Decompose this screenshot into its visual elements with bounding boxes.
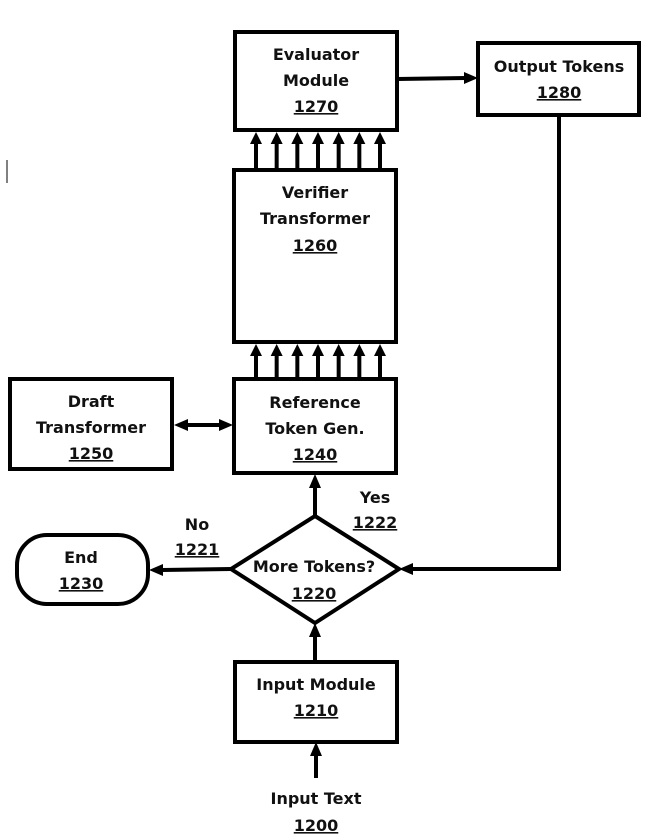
verifier-to-evaluator-arrow-head [270, 132, 283, 144]
reference-to-verifier-arrow-head [353, 344, 366, 356]
end-label: End [64, 548, 98, 567]
evaluator-module-node: Evaluator Module 1270 [233, 30, 399, 132]
evaluator-module-box [233, 30, 399, 132]
evaluator-label-line2: Module [283, 71, 349, 90]
decision-label: More Tokens? [253, 557, 375, 576]
reference-to-verifier-arrow-head [250, 344, 262, 356]
arrow-draft-reference-bidirectional [174, 419, 233, 431]
arrow-no-to-end [149, 564, 232, 576]
evaluator-ref: 1270 [294, 97, 339, 116]
verifier-to-evaluator-arrow-head [353, 132, 366, 144]
reference-token-gen-node: Reference Token Gen. 1240 [232, 377, 398, 475]
reference-to-verifier-arrow-head [291, 344, 304, 356]
draft-ref: 1250 [69, 444, 114, 463]
verifier-label-line1: Verifier [282, 183, 348, 202]
arrow-yes-to-reference [309, 474, 321, 516]
yes-edge-label: Yes [359, 488, 391, 507]
end-ref: 1230 [59, 574, 104, 593]
input-text-node: Input Text 1200 [270, 789, 361, 835]
more-tokens-decision-node: More Tokens? 1220 [227, 513, 403, 626]
verifier-label-line2: Transformer [260, 209, 370, 228]
reference-label-line2: Token Gen. [265, 419, 364, 438]
verifier-to-evaluator-arrow-head [374, 132, 386, 144]
verifier-to-evaluator-arrow-head [312, 132, 324, 144]
no-edge-label: No [185, 515, 209, 534]
verifier-to-evaluator-arrow-head [291, 132, 304, 144]
draft-label-line1: Draft [68, 392, 115, 411]
verifier-to-evaluator-arrow-head [332, 132, 345, 144]
arrow-evaluator-to-output [396, 72, 478, 84]
parallel-arrows-reference-to-verifier [250, 344, 386, 379]
verifier-transformer-box [232, 168, 398, 344]
verifier-to-evaluator-arrow-head [250, 132, 262, 144]
reference-to-verifier-arrow-head [332, 344, 345, 356]
input-text-ref: 1200 [294, 816, 339, 835]
evaluator-label-line1: Evaluator [273, 45, 359, 64]
output-tokens-ref: 1280 [537, 83, 582, 102]
yes-edge-ref: 1222 [353, 513, 398, 532]
arrow-output-to-decision [399, 115, 561, 575]
reference-token-gen-box [232, 377, 398, 475]
output-tokens-box [476, 41, 641, 117]
arrow-input-text-to-input-module [310, 742, 322, 778]
input-module-node: Input Module 1210 [233, 660, 399, 744]
output-tokens-label: Output Tokens [494, 57, 624, 76]
arrow-input-module-to-decision [309, 623, 321, 662]
draft-transformer-node: Draft Transformer 1250 [8, 377, 174, 471]
input-text-label: Input Text [270, 789, 361, 808]
end-node: End 1230 [15, 533, 150, 606]
no-edge-ref: 1221 [175, 540, 220, 559]
reference-to-verifier-arrow-head [374, 344, 386, 356]
end-terminator [15, 533, 150, 606]
input-module-ref: 1210 [294, 701, 339, 720]
reference-to-verifier-arrow-head [312, 344, 324, 356]
output-tokens-node: Output Tokens 1280 [476, 41, 641, 117]
draft-label-line2: Transformer [36, 418, 146, 437]
reference-ref: 1240 [293, 445, 338, 464]
reference-label-line1: Reference [269, 393, 361, 412]
decision-ref: 1220 [292, 584, 337, 603]
verifier-transformer-node: Verifier Transformer 1260 [232, 168, 398, 344]
input-module-label: Input Module [256, 675, 376, 694]
verifier-ref: 1260 [293, 236, 338, 255]
reference-to-verifier-arrow-head [270, 344, 283, 356]
parallel-arrows-verifier-to-evaluator [250, 132, 386, 170]
draft-transformer-box [8, 377, 174, 471]
